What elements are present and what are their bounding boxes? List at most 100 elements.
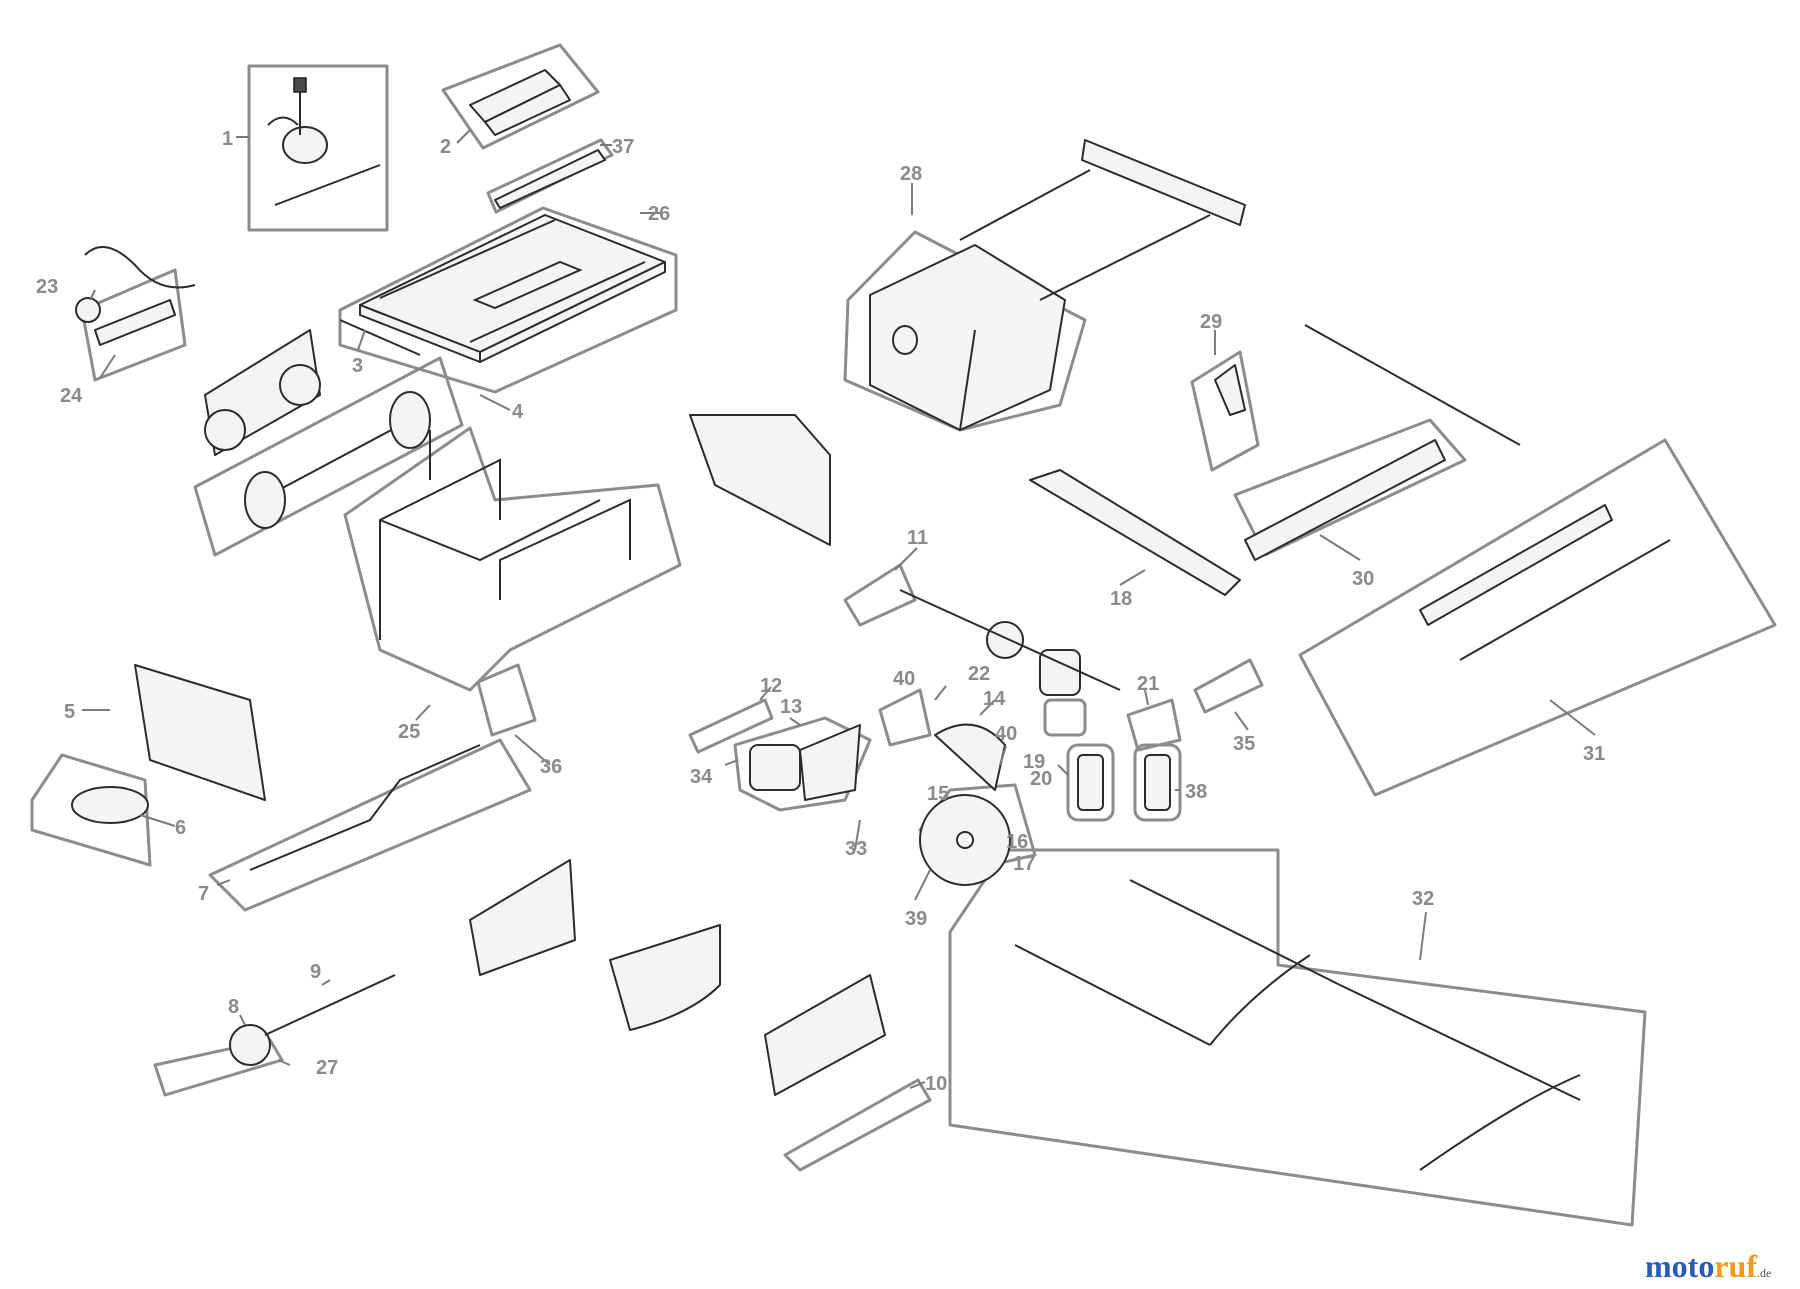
part-table-top bbox=[359, 214, 666, 363]
callout-26: 26 bbox=[648, 203, 670, 225]
leader-lines bbox=[82, 129, 1596, 1089]
callout-17: 17 bbox=[1013, 853, 1035, 875]
callout-14: 14 bbox=[983, 688, 1006, 710]
brand-text-orange: ruf bbox=[1714, 1248, 1757, 1284]
motoruf-watermark: motoruf.de bbox=[1645, 1250, 1771, 1282]
part-riving-knife-guard bbox=[469, 69, 571, 136]
part-side-panel bbox=[689, 414, 831, 546]
group-box-11 bbox=[843, 563, 917, 627]
callout-23: 23 bbox=[36, 276, 58, 298]
group-box-32 bbox=[948, 848, 1647, 1227]
part-throat-plate bbox=[494, 149, 606, 209]
part-stand-frame bbox=[379, 430, 631, 640]
group-box-6 bbox=[30, 753, 152, 867]
part-folding-legs bbox=[1014, 879, 1581, 1171]
part-dust-chute bbox=[609, 924, 721, 1031]
callout-33: 33 bbox=[845, 838, 867, 860]
group-box-38 bbox=[1133, 743, 1182, 822]
part-lock-lever bbox=[1214, 364, 1246, 416]
part-dust-box bbox=[869, 244, 1066, 431]
callout-29: 29 bbox=[1200, 311, 1222, 333]
group-box-21 bbox=[1126, 698, 1182, 752]
callout-31: 31 bbox=[1583, 743, 1605, 765]
callout-4: 4 bbox=[512, 401, 524, 423]
group-box-36 bbox=[476, 663, 537, 737]
callout-39: 39 bbox=[905, 908, 927, 930]
group-box-1 bbox=[247, 64, 389, 232]
callout-21: 21 bbox=[1137, 673, 1159, 695]
part-front-panel bbox=[134, 664, 266, 801]
callout-11: 11 bbox=[907, 527, 928, 549]
part-gear-assembly bbox=[899, 589, 1121, 696]
callout-8: 8 bbox=[228, 996, 239, 1018]
brand-suffix: .de bbox=[1756, 1266, 1772, 1280]
part-rear-housing bbox=[204, 329, 321, 456]
callout-36: 36 bbox=[540, 756, 562, 778]
callout-27: 27 bbox=[316, 1057, 338, 1079]
group-box-29 bbox=[1190, 350, 1260, 472]
part-trunnion-bracket bbox=[469, 859, 576, 976]
callout-37: 37 bbox=[612, 136, 634, 158]
group-box-35 bbox=[1193, 658, 1264, 714]
group-box-10 bbox=[783, 1078, 932, 1172]
group-box-34 bbox=[688, 698, 774, 754]
part-side-extension bbox=[1029, 469, 1241, 596]
group-box-20 bbox=[1066, 743, 1115, 822]
callout-numbers: 1 2 3 4 5 6 7 8 9 10 11 12 13 14 15 16 1… bbox=[36, 128, 1605, 1095]
callout-32: 32 bbox=[1412, 888, 1434, 910]
group-box-25 bbox=[343, 426, 682, 692]
group-box-40 bbox=[878, 688, 932, 747]
part-motor bbox=[749, 724, 861, 801]
part-fence-rail bbox=[1304, 324, 1521, 446]
part-lower-panel bbox=[764, 974, 886, 1096]
part-saw-blade bbox=[919, 794, 1011, 886]
callout-13: 13 bbox=[780, 696, 802, 718]
part-rip-fence bbox=[1419, 504, 1671, 661]
callout-18: 18 bbox=[1110, 588, 1132, 610]
part-spring-38 bbox=[1144, 754, 1171, 811]
callout-24: 24 bbox=[60, 385, 83, 407]
callout-38: 38 bbox=[1185, 781, 1207, 803]
callout-30: 30 bbox=[1352, 568, 1374, 590]
callout-3: 3 bbox=[352, 355, 363, 377]
callout-19: 19 bbox=[1023, 751, 1045, 773]
group-box-4 bbox=[193, 356, 464, 557]
part-spring-20 bbox=[1077, 754, 1104, 811]
part-rear-extension bbox=[959, 139, 1246, 301]
part-handwheel bbox=[229, 974, 396, 1066]
part-fence-30 bbox=[1244, 439, 1446, 561]
group-box-28 bbox=[843, 230, 1087, 432]
part-mitre-gauge bbox=[267, 77, 381, 206]
callout-10: 10 bbox=[925, 1073, 947, 1095]
callout-40b: 40 bbox=[995, 723, 1017, 745]
group-box-7 bbox=[208, 738, 532, 912]
group-box-2 bbox=[441, 43, 600, 150]
brand-text-blue: moto bbox=[1645, 1248, 1715, 1284]
callout-2: 2 bbox=[440, 136, 451, 158]
callout-7: 7 bbox=[198, 883, 209, 905]
callout-1: 1 bbox=[222, 128, 233, 150]
part-wheels-axle bbox=[244, 391, 431, 529]
callout-6: 6 bbox=[175, 817, 186, 839]
callout-20: 20 bbox=[1030, 768, 1052, 790]
callout-9: 9 bbox=[310, 961, 321, 983]
callout-28: 28 bbox=[900, 163, 922, 185]
group-box-26 bbox=[338, 206, 678, 394]
group-box-19 bbox=[1043, 698, 1087, 737]
group-box-24 bbox=[80, 268, 187, 382]
callout-15: 15 bbox=[927, 783, 949, 805]
part-blade-guard-6 bbox=[71, 786, 149, 824]
callout-25: 25 bbox=[398, 721, 420, 743]
callout-16: 16 bbox=[1006, 831, 1028, 853]
callout-22: 22 bbox=[968, 663, 990, 685]
callout-34: 34 bbox=[690, 766, 713, 788]
part-rail-3 bbox=[339, 319, 421, 356]
callout-35: 35 bbox=[1233, 733, 1255, 755]
group-box-37 bbox=[486, 138, 614, 214]
part-power-cord bbox=[75, 246, 196, 346]
group-box-13 bbox=[733, 716, 872, 812]
part-upper-guard bbox=[934, 723, 1006, 791]
part-rod-7 bbox=[249, 744, 481, 871]
callout-40a: 40 bbox=[893, 668, 915, 690]
